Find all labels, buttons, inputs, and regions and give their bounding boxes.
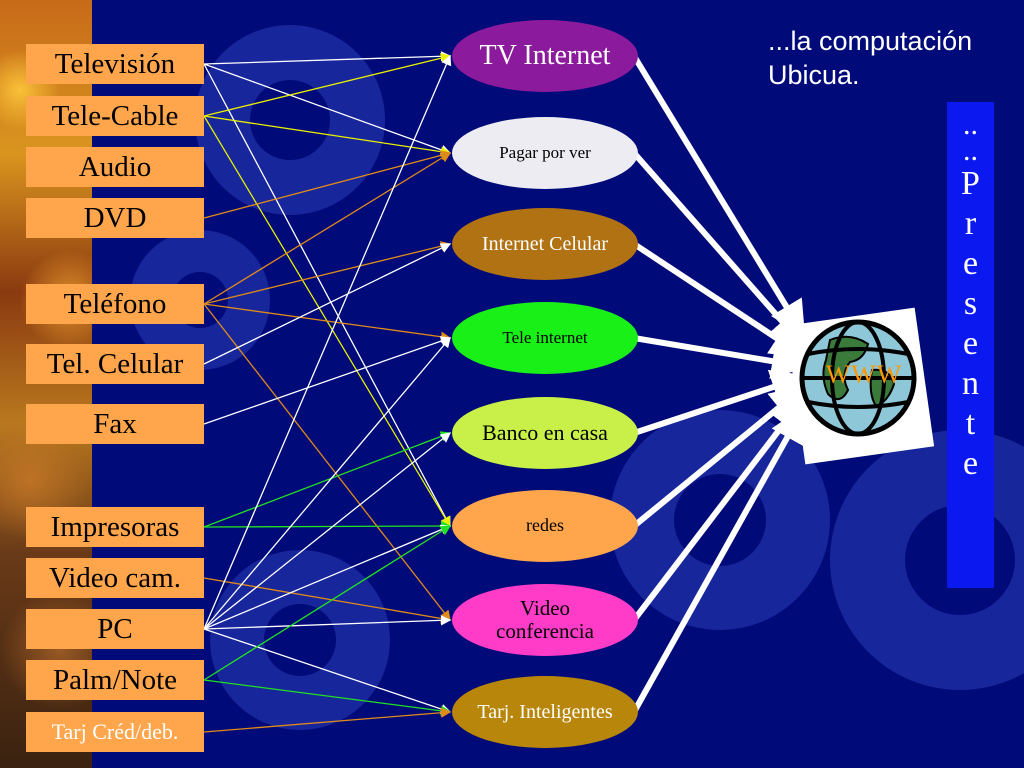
service-label: Tele internet [502, 327, 588, 347]
source-audio: Audio [26, 147, 204, 187]
source-palm: Palm/Note [26, 660, 204, 700]
source-dvd: DVD [26, 198, 204, 238]
presente-letter: e [962, 325, 979, 362]
connection-cable-tvi [203, 53, 452, 117]
service-label: Video conferencia [496, 595, 594, 643]
service-redes: redes [452, 490, 638, 562]
arrow-ppv-to-www [631, 151, 806, 349]
source-cable: Tele-Cable [26, 96, 204, 136]
connection-tv-tvi [203, 51, 452, 65]
service-label: Internet Celular [481, 233, 609, 255]
service-banco: Banco en casa [452, 397, 638, 469]
connection-cel-icel [203, 243, 452, 365]
connection-tel-icel [203, 241, 452, 305]
source-cel: Tel. Celular [26, 344, 204, 384]
connection-pc-tarji [203, 628, 452, 715]
connection-pc-teli [203, 337, 451, 630]
arrow-banco-to-www [633, 369, 808, 436]
service-label: redes [526, 515, 564, 536]
presente-letter: .. [963, 134, 978, 167]
source-fax: Fax [26, 404, 204, 444]
source-tarj: Tarj Créd/deb. [26, 712, 204, 752]
connection-pc-redes [203, 524, 452, 630]
connection-tel-video [203, 303, 451, 622]
connection-fax-teli [203, 336, 452, 425]
caption-line: ...la computación [768, 26, 973, 56]
source-vcam: Video cam. [26, 558, 204, 598]
arrow-tarji-to-www [631, 405, 805, 714]
service-label: Banco en casa [482, 419, 608, 445]
source-tv: Televisión [26, 44, 204, 84]
source-tel: Teléfono [26, 284, 204, 324]
caption: ...la computación Ubicua. [768, 24, 1008, 92]
connection-palm-redes [203, 525, 452, 681]
arrow-video-to-www [631, 395, 806, 622]
service-tarji: Tarj. Inteligentes [452, 676, 638, 748]
connection-pc-tvi [203, 54, 452, 630]
service-label: Pagar por ver [499, 142, 591, 162]
arrow-teli-to-www [633, 335, 808, 379]
caption-line: Ubicua. [768, 60, 860, 90]
source-imp: Impresoras [26, 507, 204, 547]
www-label: WWW [825, 360, 903, 389]
connection-tel-teli [203, 303, 452, 342]
source-pc: PC [26, 609, 204, 649]
connection-imp-redes [203, 520, 452, 532]
connection-palm-tarji [203, 679, 452, 716]
connection-tv-ppv [203, 63, 452, 155]
connection-tel-ppv [203, 152, 452, 305]
presente-letter: s [963, 285, 978, 322]
service-label: TV Internet [479, 39, 611, 71]
arrow-icel-to-www [632, 241, 808, 359]
service-icel: Internet Celular [452, 208, 638, 280]
presente-letter: .. [963, 108, 978, 141]
presente-letter: t [965, 405, 976, 442]
globe-icon [799, 319, 917, 437]
connection-tarj-tarji [203, 707, 452, 733]
presente-letter: r [964, 205, 977, 242]
connection-pc-banco [203, 432, 452, 630]
connection-dvd-ppv [203, 150, 452, 219]
connection-pc-video [203, 615, 452, 630]
connection-vcam-video [203, 577, 452, 624]
service-ppv: Pagar por ver [452, 117, 638, 189]
connection-cable-ppv [203, 115, 452, 157]
service-tvi: TV Internet [452, 20, 638, 92]
presente-letter: e [962, 245, 979, 282]
service-label: Tarj. Inteligentes [477, 701, 613, 723]
service-video: Video conferencia [452, 584, 638, 656]
presente-letter: n [962, 365, 979, 402]
service-teli: Tele internet [452, 302, 638, 374]
connection-imp-banco [203, 431, 452, 528]
presente-letter: e [962, 445, 979, 482]
presente-letter: P [961, 165, 980, 202]
arrow-tvi-to-www [631, 54, 806, 338]
